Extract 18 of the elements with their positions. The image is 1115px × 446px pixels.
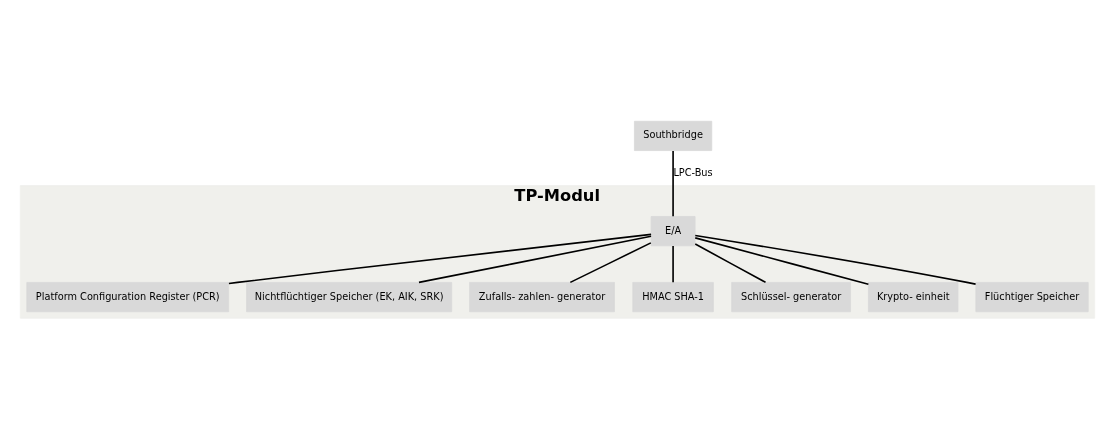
node-box: Flüchtiger Speicher: [975, 282, 1089, 313]
node-box: HMAC SHA-1: [632, 282, 714, 313]
node-box: Platform Configuration Register (PCR): [26, 282, 230, 313]
connector: [672, 245, 674, 284]
edge-label: LPC-Bus: [673, 167, 713, 179]
connector: [228, 233, 652, 285]
node-box: Nichtflüchtiger Speicher (EK, AIK, SRK): [246, 282, 453, 313]
node-box: Southbridge: [634, 120, 713, 151]
node-box: Krypto- einheit: [868, 282, 959, 313]
connector: [694, 243, 767, 284]
connector: [672, 150, 674, 218]
connector: [418, 235, 652, 284]
connector: [694, 234, 977, 285]
node-box: E/A: [650, 216, 696, 247]
connector: [569, 242, 652, 284]
node-box: Zufalls- zahlen- generator: [469, 282, 615, 313]
node-box: Schlüssel- generator: [731, 282, 851, 313]
connector: [694, 237, 870, 286]
